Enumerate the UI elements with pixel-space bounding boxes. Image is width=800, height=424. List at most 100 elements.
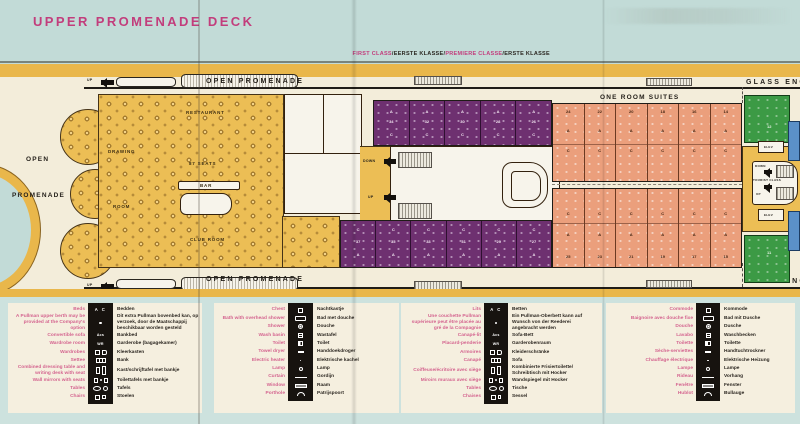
berth-letter: A: [598, 231, 602, 237]
legend-translation: Elektrische Heizung: [724, 357, 770, 363]
berth-letter: C: [724, 211, 728, 217]
legend-translation: Toilettafels met bankje: [117, 377, 169, 383]
berth-letter: A: [661, 231, 665, 237]
dressing-desk-icon: [491, 366, 501, 376]
down-arrow-fwd: [384, 157, 396, 167]
chest-icon: [705, 307, 711, 313]
legend-label: Baignoire avec douche fixe: [630, 315, 693, 321]
tables-icon: [488, 386, 504, 392]
legend-icon-cell: [288, 314, 313, 323]
legend-label: Combined dressing table and writing desk…: [17, 364, 85, 376]
legend-label: Tables: [466, 385, 481, 391]
berth-letter: C: [496, 131, 500, 137]
legend-translation: Handdoekdroger: [317, 349, 356, 355]
berth-letter: A: [692, 127, 696, 133]
legend-translation: Sofa: [512, 357, 523, 363]
legend-translation: Sessel: [512, 394, 528, 400]
stairs-aft-down: [776, 165, 794, 178]
wardrobes-icon: [490, 349, 502, 355]
lifeboat: [116, 77, 176, 87]
cabin-number: 16: [692, 109, 697, 115]
fold-rule: [0, 61, 800, 63]
legend-icon-cell: [88, 348, 113, 357]
berth-letter: A: [426, 252, 430, 258]
open-label-bow: OPEN: [26, 156, 50, 163]
legend-translation: Douche: [317, 324, 335, 330]
legend-translation: Kommode: [724, 307, 748, 313]
section-divider: [742, 87, 743, 103]
down-label-aft: DOWN: [755, 164, 766, 168]
wash-basin-icon: [705, 332, 711, 338]
legend-label: Wash basin: [258, 332, 285, 338]
up-arrow-boat-bottom: [101, 282, 114, 292]
class-banner: FIRST CLASS/EERSTE KLASSE/PREMIERE CLASS…: [352, 51, 550, 57]
legend-icon-cell: [484, 393, 508, 402]
cabin-number: 24: [566, 109, 571, 115]
legend-translation: Bedden: [117, 307, 135, 313]
convertible-sofa-icon: Acs: [96, 333, 105, 338]
legend-translation: Kleerkasten: [117, 349, 145, 355]
legend-icon-cell: [288, 389, 313, 399]
towel-dryer-icon: [297, 351, 304, 353]
lamp-icon: [298, 366, 303, 371]
legend-icon-cell: [88, 376, 113, 385]
legend-row: Combined dressing table and writing desk…: [14, 364, 199, 377]
legend-label: Settee: [70, 357, 85, 363]
berth-letter: A: [391, 252, 395, 258]
legend-translation: Tische: [512, 385, 528, 391]
legend-icon-cell: Acs: [88, 331, 113, 340]
corridor-centerline: [552, 184, 742, 185]
legend-icon-cell: Acs: [484, 331, 508, 340]
berth-letter: C: [532, 227, 536, 233]
hull-line-top: [84, 87, 800, 89]
legend-label: Lavabo: [676, 332, 693, 338]
class-banner-segment: ERSTE KLASSE: [504, 51, 550, 57]
berth-letter: A: [629, 231, 633, 237]
legend-translation: Tafels: [117, 385, 131, 391]
drawing-room-label-2: ROOM: [113, 204, 131, 209]
legend-label: Wardrobe room: [49, 341, 85, 347]
dressing-desk-icon: [95, 366, 106, 376]
berth-letter: A: [566, 231, 570, 237]
legend-translation: Betten: [512, 307, 527, 313]
down-label-fwd: DOWN: [363, 159, 376, 163]
legend-icon-cell: A C: [88, 306, 113, 315]
berth-letter: C: [356, 227, 360, 233]
legend-translation: Ein Pullman-Oberbett kann auf Wunsch von…: [512, 314, 583, 331]
yellow-stripe-bottom: [0, 289, 800, 297]
berth-letter: A: [724, 127, 728, 133]
berth-letter: A: [692, 231, 696, 237]
up-arrow-fwd: [384, 193, 396, 203]
berth-letter: A: [356, 252, 360, 258]
restaurant-seats-label: 87 SEATS: [189, 161, 217, 166]
berth-letter: C: [692, 147, 696, 153]
legend-label: Electric heater: [251, 357, 285, 363]
legend-icon-cell: [484, 384, 508, 394]
legend-icon-cell: [484, 376, 508, 385]
class-banner-segment: PREMIERE CLASSE: [445, 51, 503, 57]
convertible-sofa-icon: Acs: [492, 333, 500, 338]
cabin-number: 22: [597, 109, 602, 115]
legend-translation: Lamp: [317, 366, 330, 372]
legend-label: Window: [266, 382, 285, 388]
legend-icon-cell: [88, 364, 113, 377]
lifeboat: [181, 74, 298, 88]
berth-letter: C: [724, 147, 728, 153]
legend-icon-cell: [288, 322, 313, 332]
